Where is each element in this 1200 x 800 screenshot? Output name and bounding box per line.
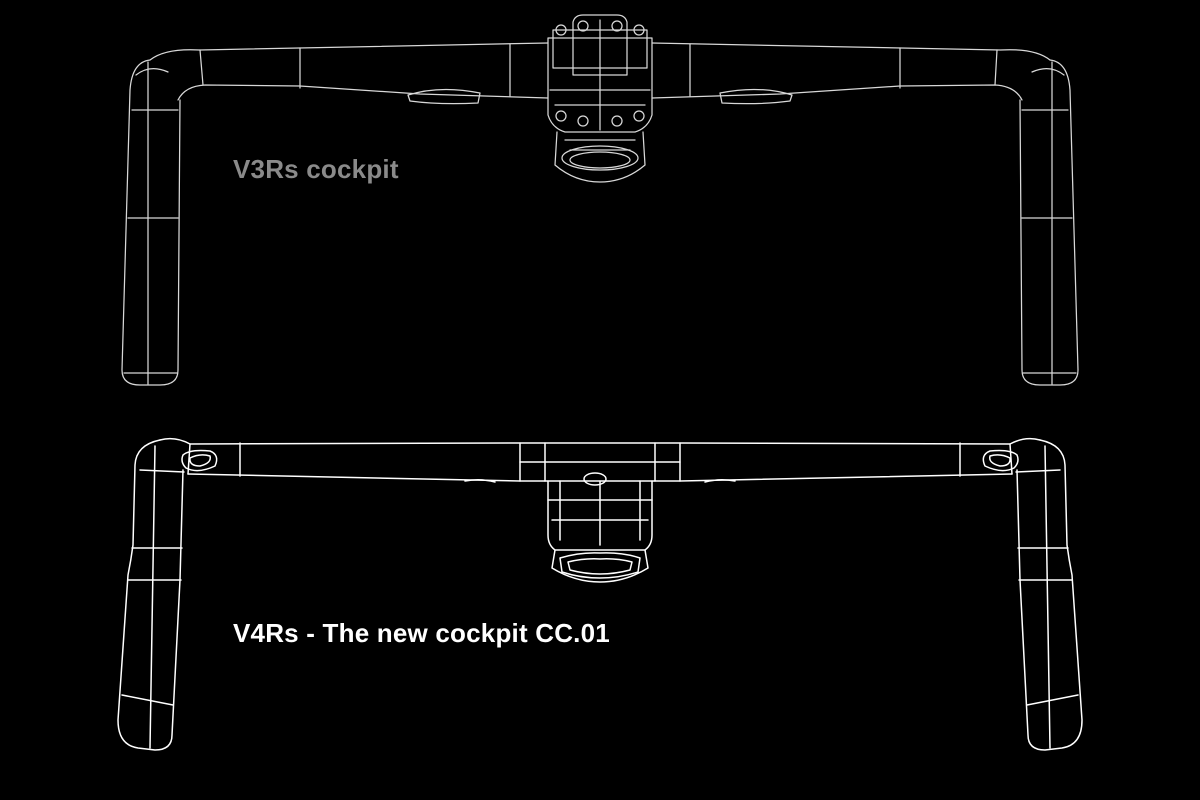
v4rs-handlebar-drawing [117, 437, 1083, 751]
v3rs-cockpit-label: V3Rs cockpit [233, 154, 399, 184]
v3rs-handlebar-drawing [121, 14, 1079, 386]
v4rs-cockpit-label: V4Rs - The new cockpit CC.01 [233, 618, 610, 648]
